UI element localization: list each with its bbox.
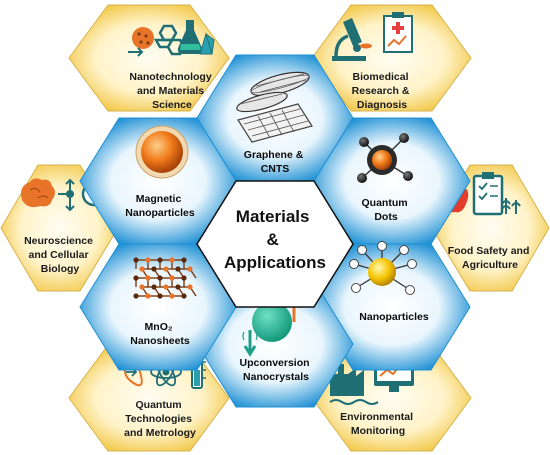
center-title: Materials & Applications	[224, 207, 326, 272]
material-label-magnetic: Magnetic Nanoparticles	[125, 193, 195, 219]
center-hex: Materials & Applications	[196, 180, 354, 308]
nanoparticle-icon	[349, 241, 417, 295]
microscope-icon	[332, 12, 413, 61]
app-label-environmental: Environmental Monitoring	[340, 411, 416, 437]
app-label-quantum-tech: Quantum Technologies and Metrology	[124, 399, 196, 439]
quantum-dot-icon	[357, 133, 413, 183]
material-label-mno2: MnO₂ Nanosheets	[130, 321, 190, 347]
magnetic-sphere-icon	[135, 125, 189, 179]
nanotech-icon	[128, 20, 215, 57]
app-hex-biomedical: Biomedical Research & Diagnosis	[311, 4, 472, 112]
app-label-food: Food Safety and Agriculture	[448, 245, 533, 271]
material-hex-nanoparticles: Nanoparticles	[313, 241, 471, 371]
app-label-neuro: Neuroscience and Cellular Biology	[24, 235, 96, 275]
app-label-biomedical: Biomedical Research & Diagnosis	[352, 71, 413, 111]
material-label-nanoparticles: Nanoparticles	[359, 311, 429, 323]
material-hex-magnetic: Magnetic Nanoparticles	[79, 117, 237, 245]
material-label-quantum-dots: Quantum Dots	[361, 197, 410, 223]
lattice-icon	[133, 257, 197, 299]
material-label-graphene: Graphene & CNTS	[244, 149, 306, 175]
material-label-upconversion: Upconversion Nanocrystals	[240, 357, 313, 383]
graphene-sheet-icon	[236, 71, 313, 143]
app-hex-environmental: Environmental Monitoring	[311, 344, 472, 452]
app-label-nanotech: Nanotechnology and Materials Science	[129, 71, 214, 111]
upconversion-icon	[242, 293, 302, 357]
app-hex-nanotech: Nanotechnology and Materials Science	[68, 4, 230, 112]
